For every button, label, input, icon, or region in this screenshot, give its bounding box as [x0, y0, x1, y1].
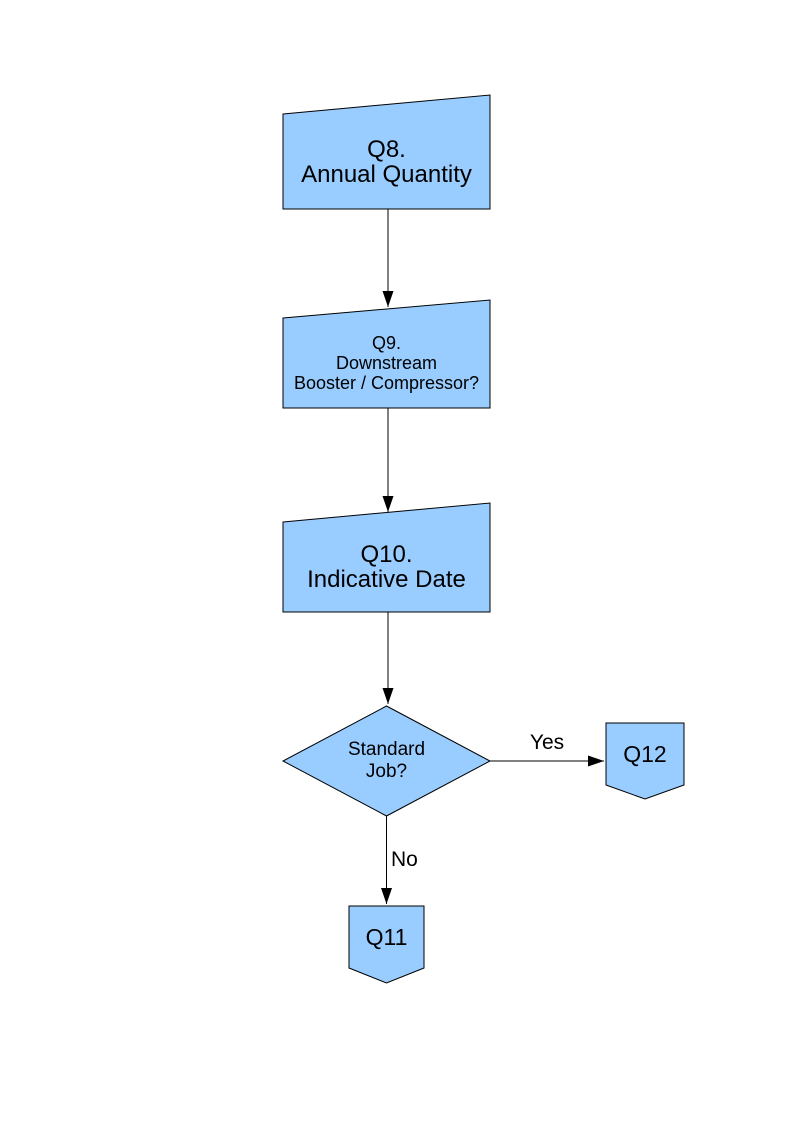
edge-label-yes: Yes — [529, 731, 565, 754]
node-q11-label: Q11 — [365, 923, 408, 950]
node-q10-shape — [282, 502, 491, 613]
node-q11-shape — [348, 905, 425, 984]
node-q9-shape — [282, 299, 491, 409]
node-q12-label: Q12 — [623, 740, 667, 767]
node-q8-shape — [282, 94, 491, 210]
node-q12-shape — [605, 722, 685, 800]
node-q10-label: Q10. Indicative Date — [307, 541, 466, 593]
node-decision-shape — [281, 705, 492, 817]
node-q9-label: Q9. Downstream Booster / Compressor? — [293, 333, 480, 393]
node-q8-label: Q8. Annual Quantity — [301, 135, 472, 188]
edge-label-no: No — [391, 848, 418, 871]
node-decision-label: Standard Job? — [347, 739, 426, 782]
